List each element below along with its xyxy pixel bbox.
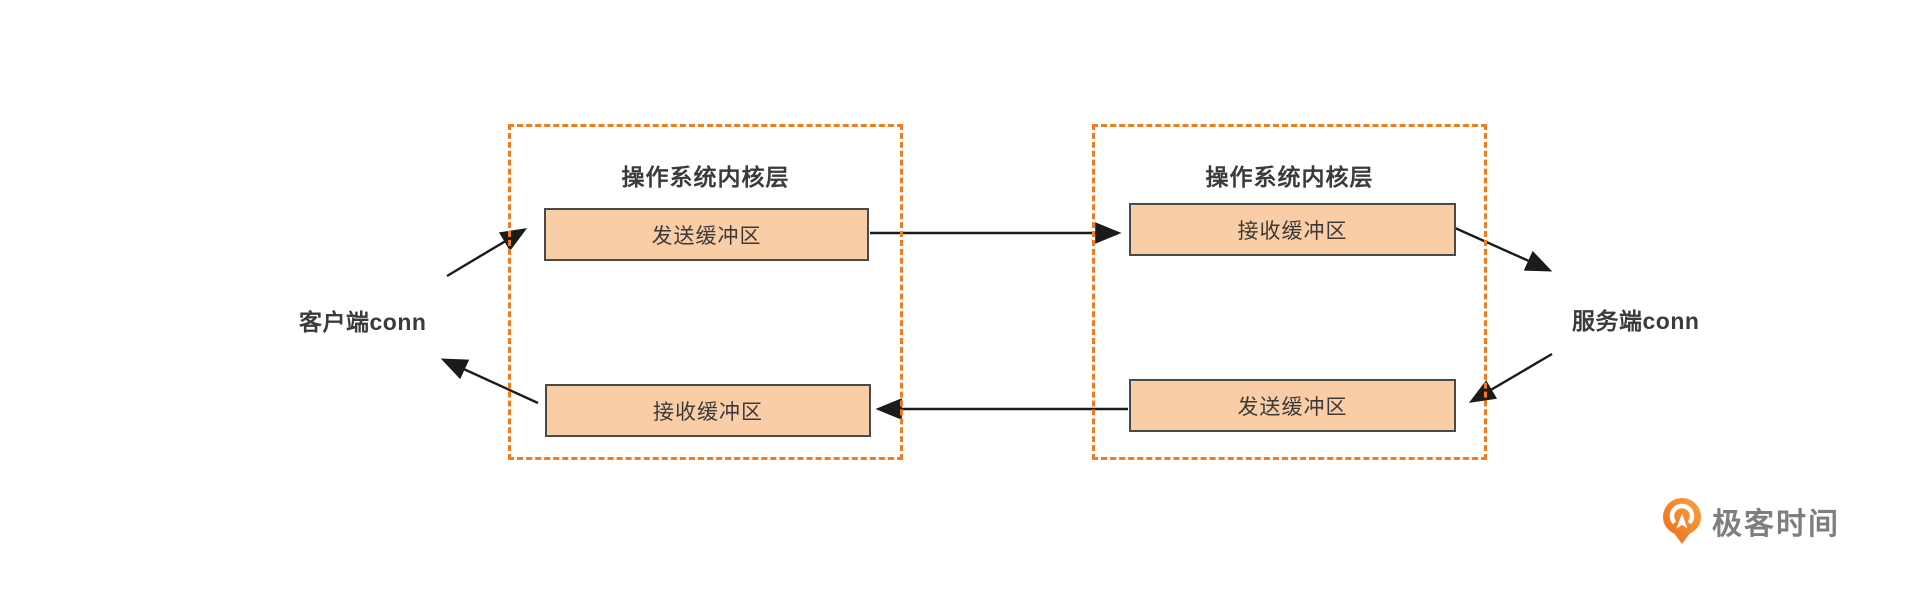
kernel-layer-box-left: 操作系统内核层 发送缓冲区 接收缓冲区 [508,124,903,460]
arrow-client-to-left-send-buffer [446,228,528,278]
kernel-left-title: 操作系统内核层 [621,164,790,190]
server-conn-label: 服务端conn [1572,308,1700,334]
client-conn-label: 客户端conn [299,309,427,335]
geektime-logo-text: 极客时间 [1712,508,1840,541]
arrow-right-recv-buffer-to-server [1454,226,1553,272]
kernel-layer-box-right: 操作系统内核层 接收缓冲区 发送缓冲区 [1092,124,1487,460]
left-recv-buffer-box: 接收缓冲区 [545,384,871,437]
right-send-buffer-box: 发送缓冲区 [1129,379,1456,432]
right-recv-buffer-box: 接收缓冲区 [1129,203,1456,256]
kernel-right-title: 操作系统内核层 [1205,164,1374,190]
geektime-logo: 极客时间 [1662,497,1840,545]
left-send-buffer-box: 发送缓冲区 [544,208,869,261]
arrow-left-recv-buffer-to-client [440,358,539,405]
geektime-pin-icon [1663,498,1701,544]
